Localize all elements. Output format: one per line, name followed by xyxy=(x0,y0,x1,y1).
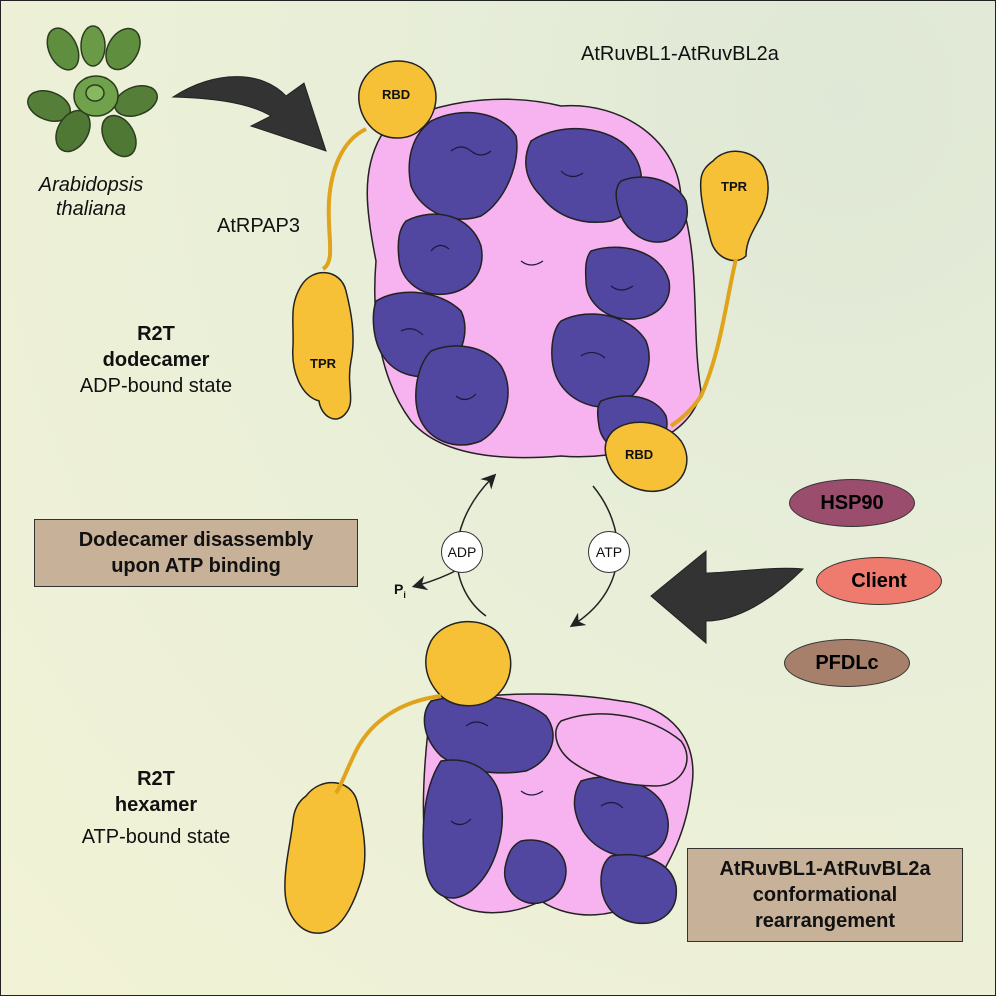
hexamer-line1: R2T xyxy=(137,768,175,790)
phosphate-sub: i xyxy=(403,589,406,600)
hexamer-line2: hexamer xyxy=(114,794,198,816)
partner-pfdlc: PFDLc xyxy=(784,639,910,687)
disassembly-line1: Dodecamer disassembly xyxy=(78,529,314,551)
tpr-label-right: TPR xyxy=(721,179,747,194)
rpap3-linker-right xyxy=(669,258,738,428)
partner-hsp90: HSP90 xyxy=(789,479,915,527)
dodecamer-label: R2T dodecamer ADP-bound state xyxy=(61,321,251,399)
organism-label: Arabidopsis thaliana xyxy=(21,173,161,221)
atp-circle: ATP xyxy=(588,531,630,573)
organism-genus: Arabidopsis xyxy=(38,174,144,196)
dodecamer-line2: dodecamer xyxy=(102,349,210,371)
rbd-label-top: RBD xyxy=(382,87,411,102)
complex-title: AtRuvBL1-AtRuvBL2a xyxy=(581,43,779,65)
disassembly-line2: upon ATP binding xyxy=(111,555,281,577)
adp-circle: ADP xyxy=(441,531,483,573)
dodecamer-line1: R2T xyxy=(137,323,175,345)
hexamer-state: ATP-bound state xyxy=(81,826,231,848)
rearrangement-line3: rearrangement xyxy=(754,910,896,932)
organism-species: thaliana xyxy=(55,198,127,220)
phosphate-label: Pi xyxy=(394,581,406,600)
phosphate-main: P xyxy=(394,581,404,597)
rearrangement-box: AtRuvBL1-AtRuvBL2a conformational rearra… xyxy=(687,848,963,942)
arabidopsis-plant-icon xyxy=(27,25,158,158)
rearrangement-line2: conformational xyxy=(752,884,898,906)
dodecamer-state: ADP-bound state xyxy=(79,375,233,397)
hexamer-complex xyxy=(284,620,694,934)
curved-arrow-icon xyxy=(171,76,327,152)
rpap3-linker-top xyxy=(321,127,367,271)
disassembly-box: Dodecamer disassembly upon ATP binding xyxy=(34,519,358,587)
hexamer-label: R2T hexamer ATP-bound state xyxy=(61,766,251,850)
rpap3-linker-hexamer xyxy=(334,694,442,795)
adapter-label: AtRPAP3 xyxy=(217,215,300,237)
partner-client: Client xyxy=(816,557,942,605)
dodecamer-complex xyxy=(292,60,769,493)
partners-arrow-icon xyxy=(650,549,805,645)
rbd-label-bottom: RBD xyxy=(625,447,654,462)
tpr-label-left: TPR xyxy=(310,356,336,371)
rearrangement-line1: AtRuvBL1-AtRuvBL2a xyxy=(719,858,931,880)
